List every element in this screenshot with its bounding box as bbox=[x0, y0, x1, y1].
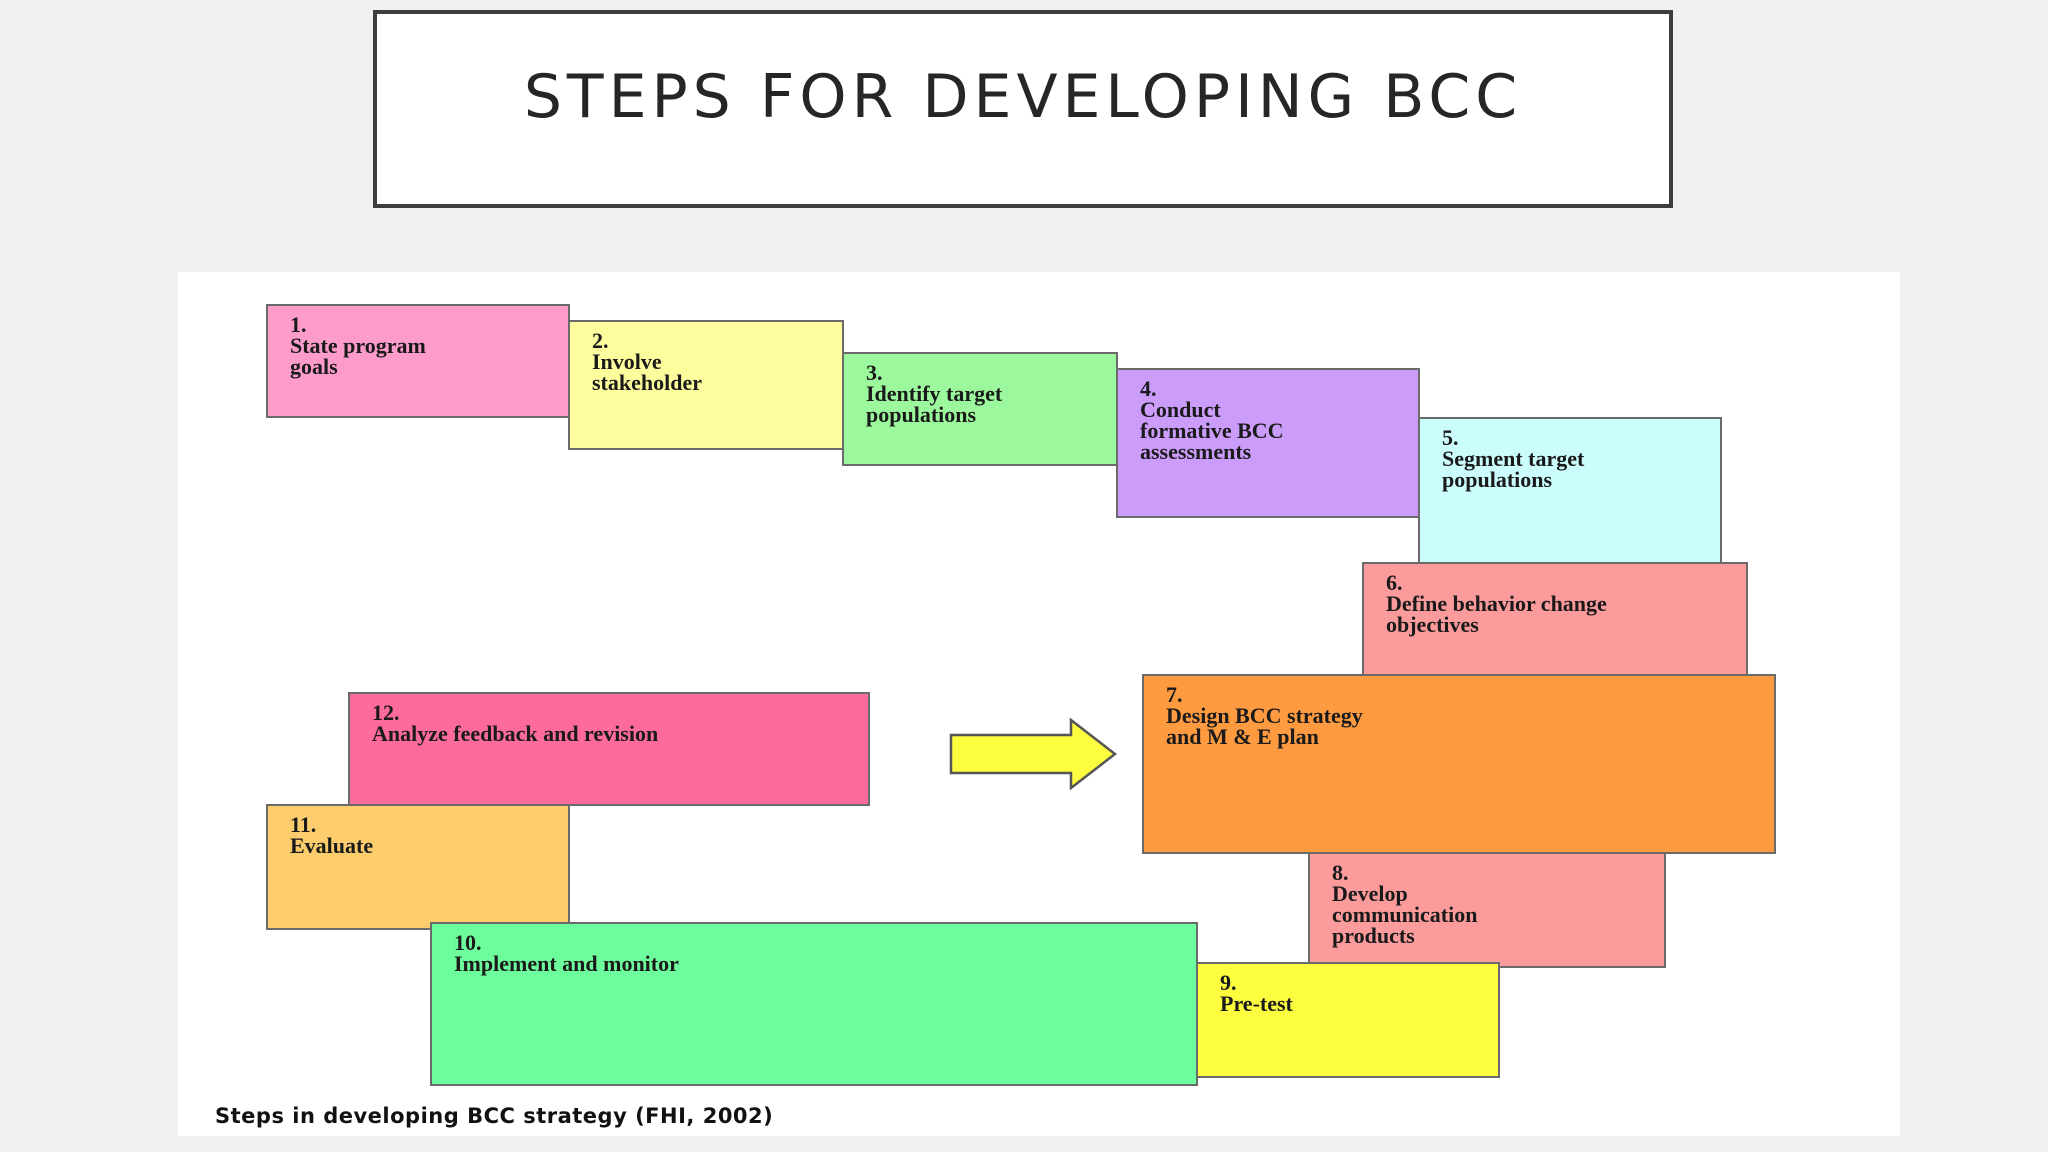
step-7-box: 7. Design BCC strategy and M & E plan bbox=[1142, 674, 1776, 854]
step-2-box: 2. Involve stakeholder bbox=[568, 320, 844, 450]
step-12-label: Analyze feedback and revision bbox=[372, 721, 659, 746]
step-6-box: 6. Define behavior change objectives bbox=[1362, 562, 1748, 678]
step-1-label: State program goals bbox=[290, 333, 426, 379]
step-3-number: 3. bbox=[866, 360, 883, 385]
figure-caption: Steps in developing BCC strategy (FHI, 2… bbox=[215, 1104, 774, 1128]
step-11-box: 11. Evaluate bbox=[266, 804, 570, 930]
bcc-steps-diagram: 1. State program goals 2. Involve stakeh… bbox=[178, 272, 1900, 1136]
title-box: STEPS FOR DEVELOPING BCC bbox=[373, 10, 1673, 208]
step-1-box: 1. State program goals bbox=[266, 304, 570, 418]
step-8-box: 8. Develop communication products bbox=[1308, 852, 1666, 968]
step-4-box: 4. Conduct formative BCC assessments bbox=[1116, 368, 1420, 518]
step-5-number: 5. bbox=[1442, 425, 1459, 450]
step-5-label: Segment target populations bbox=[1442, 446, 1585, 492]
step-8-number: 8. bbox=[1332, 860, 1349, 885]
step-11-number: 11. bbox=[290, 812, 317, 837]
step-1-number: 1. bbox=[290, 312, 307, 337]
step-11-label: Evaluate bbox=[290, 833, 374, 858]
step-5-box: 5. Segment target populations bbox=[1418, 417, 1722, 565]
step-10-number: 10. bbox=[454, 930, 482, 955]
step-3-box: 3. Identify target populations bbox=[842, 352, 1118, 466]
step-6-number: 6. bbox=[1386, 570, 1403, 595]
step-4-number: 4. bbox=[1140, 376, 1157, 401]
step-10-label: Implement and monitor bbox=[454, 951, 679, 976]
arrow-shape bbox=[949, 718, 1117, 790]
step-8-label: Develop communication products bbox=[1332, 881, 1478, 948]
step-3-label: Identify target populations bbox=[866, 381, 1003, 427]
step-4-label: Conduct formative BCC assessments bbox=[1140, 397, 1284, 464]
step-2-number: 2. bbox=[592, 328, 609, 353]
right-arrow-icon bbox=[949, 718, 1117, 790]
step-7-number: 7. bbox=[1166, 682, 1183, 707]
slide-title: STEPS FOR DEVELOPING BCC bbox=[523, 62, 1523, 132]
step-2-label: Involve stakeholder bbox=[592, 349, 702, 395]
step-12-box: 12. Analyze feedback and revision bbox=[348, 692, 870, 806]
step-6-label: Define behavior change objectives bbox=[1386, 591, 1607, 637]
step-7-label: Design BCC strategy and M & E plan bbox=[1166, 703, 1363, 749]
step-9-box: 9. Pre-test bbox=[1196, 962, 1500, 1078]
step-9-number: 9. bbox=[1220, 970, 1237, 995]
step-10-box: 10. Implement and monitor bbox=[430, 922, 1198, 1086]
step-9-label: Pre-test bbox=[1220, 991, 1293, 1016]
step-12-number: 12. bbox=[372, 700, 400, 725]
